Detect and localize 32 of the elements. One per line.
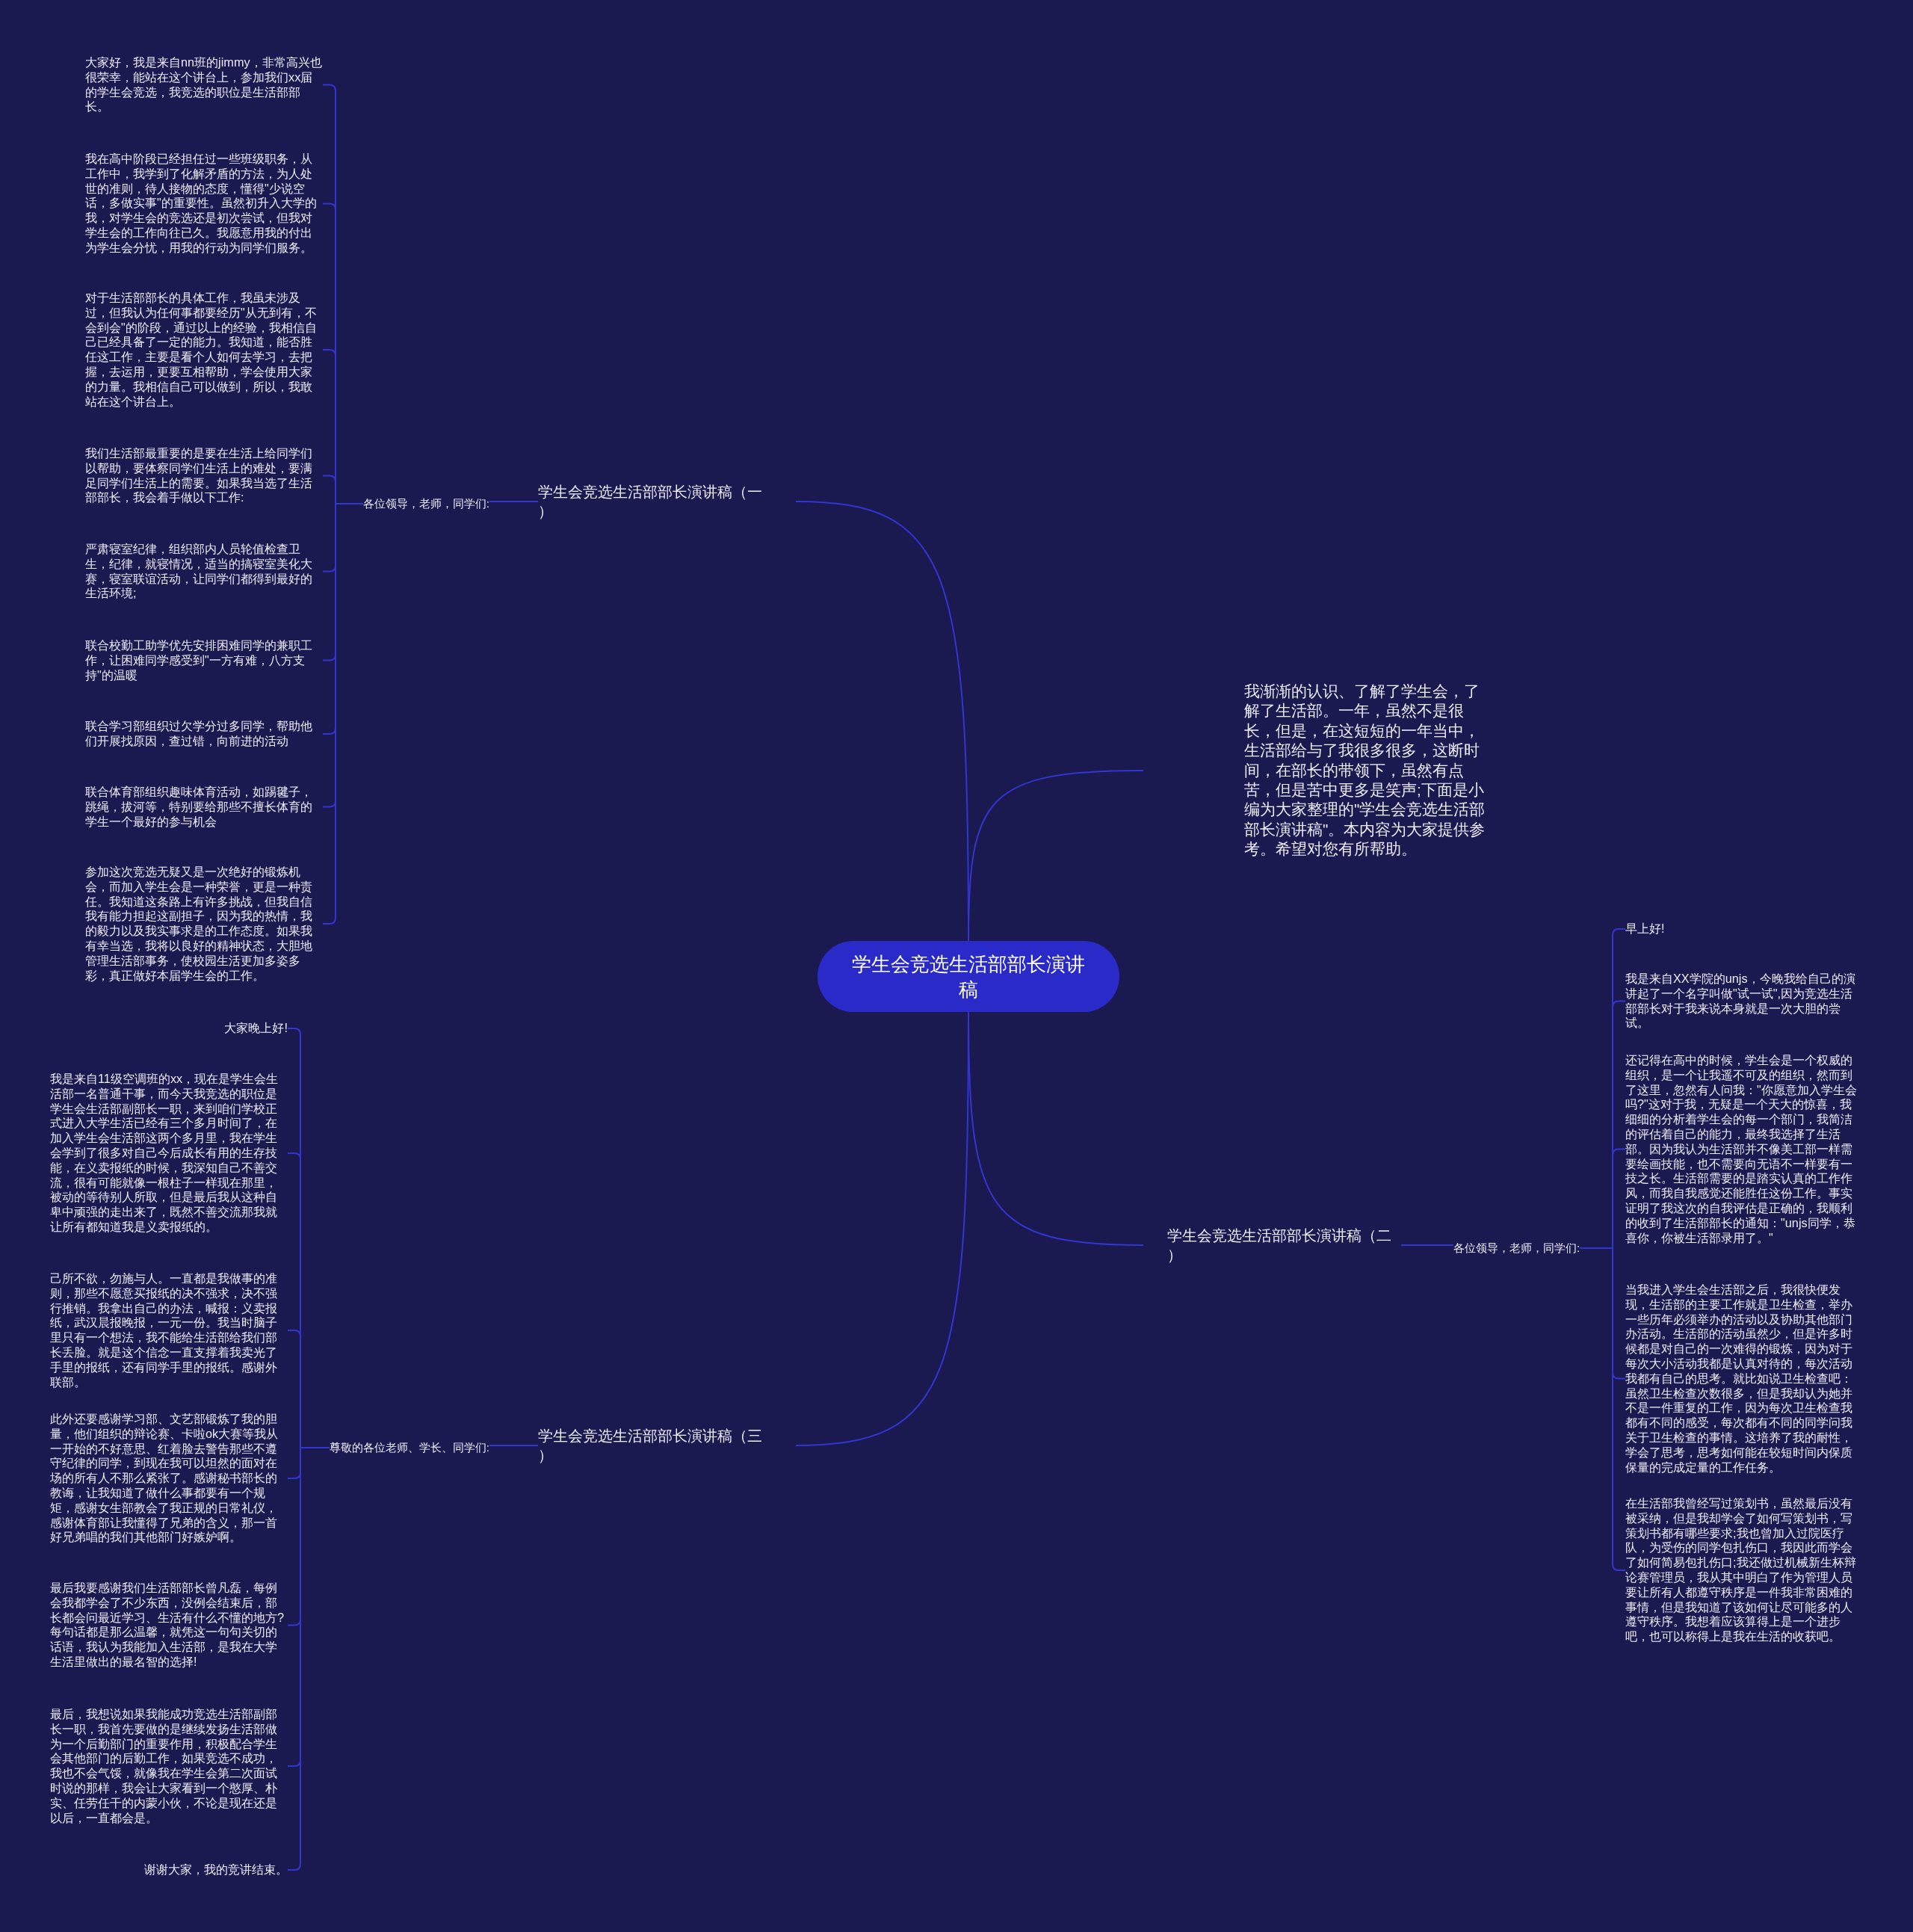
branch-topic: 学生会竞选生活部部长演讲稿（三） [538, 1426, 796, 1465]
branch-topic: 学生会竞选生活部部长演讲稿（一） [538, 482, 796, 521]
speech-paragraph: 联合体育部组织趣味体育活动，如踢毽子，跳绳，拔河等，特别要给那些不擅长体育的学生一个最好的参与机会 [85, 785, 323, 830]
branch-topic: 学生会竞选生活部部长演讲稿（二） [1143, 1226, 1401, 1265]
speech-paragraph: 参加这次竞选无疑又是一次绝好的锻炼机会，而加入学生会是一种荣誉，更是一种责任。我知道这条路上有许多挑战，但我自信我有能力担起这副担子，因为我的热情，我的毅力以及我实事求是的工作态度。如果我有幸当选，我将以良好的精神状态，大胆地管理生活部事务，使校园生活更加多姿多彩，真正做好本届学生会的工作。 [85, 865, 323, 984]
connector-line [1400, 1244, 1454, 1246]
greeting-label: 尊敬的各位老师、学长、同学们: [329, 1440, 489, 1455]
speech-paragraph: 严肃寝室纪律，组织部内人员轮值检查卫生，纪律，就寝情况，适当的搞寝室美化大赛，寝室联谊活动，让同学们都得到最好的生活环境; [85, 542, 323, 602]
speech-paragraph: 联合学习部组织过欠学分过多同学，帮助他们开展找原因，查过错，向前进的活动 [85, 719, 323, 749]
speech-paragraph: 最后，我想说如果我能成功竞选生活部副部长一职，我首先要做的是继续发扬生活部做为一个后勤部门的重要作用，积极配合学生会其他部门的后勤工作，如果竞选不成功，我也不会气馁，就像我在学生会第二次面试时说的那样，我会让大家看到一个憨厚、朴实、任劳任干的内蒙小伙，不论是现在还是以后，一直都会是。 [50, 1707, 288, 1826]
speech-paragraph: 还记得在高中的时候，学生会是一个权威的组织，是一个让我遥不可及的组织，然而到了这里，忽然有人问我："你愿意加入学生会吗?"这对于我，无疑是一个天大的惊喜，我细细的分析着学生会的每一个部门，我简洁的评估着自己的能力，最终我选择了生活部。因为我认为生活部并不像美工部一样需要绘画技能，也不需要向无语不一样要有一技之长。生活部需要的是踏实认真的工作作风，而我自我感觉还能胜任这份工作。事实证明了我这次的自我评估是正确的，我顺利的收到了生活部部长的通知："unjs同学，恭喜你，你被生活部录用了。" [1625, 1053, 1863, 1246]
connector-line [489, 501, 539, 502]
speech-paragraph: 此外还要感谢学习部、文艺部锻炼了我的胆量，他们组织的辩论赛、卡啦ok大赛等我从一开始的不好意思、红着脸去警告那些不遵守纪律的同学，到现在我可以坦然的面对在场的所有人不那么紧张了。感谢秘书部长的教诲，让我知道了做什么事都要有一个规矩，感谢女生部教会了我正规的日常礼仪，感谢体育部让我懂得了兄弟的含义，那一首好兄弟唱的我们其他部门好嫉妒啊。 [50, 1412, 288, 1546]
central-topic-pill: 学生会竞选生活部部长演讲稿 [818, 941, 1119, 1012]
speech-paragraph: 我是来自11级空调班的xx，现在是学生会生活部一名普通干事，而今天我竞选的职位是学生会生活部副部长一职，来到咱们学校正式进入大学生活已经有三个多月时间了，在加入学生会生活部这两个多月里，我在学生会学到了很多对自己今后成长有用的生存技能，在义卖报纸的时候，我深知自己不善交流，很有可能就像一根柱子一样现在那里，被动的等待别人所取，但是最后我从这种自卑中顽强的走出来了，既然不善交流那我就让所有都知道我是义卖报纸的。 [50, 1072, 288, 1235]
speech-paragraph: 谢谢大家，我的竞讲结束。 [144, 1862, 288, 1877]
speech-paragraph: 我在高中阶段已经担任过一些班级职务，从工作中，我学到了化解矛盾的方法，为人处世的准则，待人接物的态度，懂得"少说空话，多做实事"的重要性。虽然初升入大学的我，对学生会的竞选还是初次尝试，但我对学生会的工作向往已久。我愿意用我的付出为学生会分忧，用我的行动为同学们服务。 [85, 152, 323, 256]
speech-paragraph: 我们生活部最重要的是要在生活上给同学们以帮助，要体察同学们生活上的难处，要满足同学们生活上的需要。如果我当选了生活部部长，我会着手做以下工作: [85, 446, 323, 506]
speech-paragraph: 我是来自XX学院的unjs，今晚我给自己的演讲起了一个名字叫做"试一试",因为竞选生活部部长对于我来说本身就是一次大胆的尝试。 [1625, 972, 1863, 1031]
greeting-label: 各位领导，老师，同学们: [362, 496, 489, 511]
speech-paragraph: 早上好! [1625, 922, 1665, 936]
speech-paragraph: 对于生活部部长的具体工作，我虽未涉及过，但我认为任何事都要经历"从无到有，不会到会"的阶段，通过以上的经验，我相信自己已经具备了一定的能力。我知道，能否胜任这工作，主要是看个人如何去学习，去把握，去运用，更要互相帮助，学会使用大家的力量。我相信自己可以做到，所以，我敢站在这个讲台上。 [85, 291, 323, 410]
speech-paragraph: 最后我要感谢我们生活部部长曾凡磊，每例会我都学会了不少东西，没例会结束后，部长都会问最近学习、生活有什么不懂的地方?每句话都是那么温馨，就凭这一句句关切的话语，我认为我能加入生活部，是我在大学生活里做出的最名智的选择! [50, 1581, 288, 1670]
speech-paragraph: 联合校勤工助学优先安排困难同学的兼职工作，让困难同学感受到"一方有难，八方支持"的温暖 [85, 638, 323, 683]
speech-paragraph: 大家晚上好! [224, 1021, 288, 1036]
connector-line [489, 1445, 539, 1446]
speech-paragraph: 大家好，我是来自nn班的jimmy，非常高兴也很荣幸，能站在这个讲台上，参加我们xx届的学生会竞选，我竞选的职位是生活部部长。 [85, 55, 323, 115]
intro-paragraph: 我渐渐的认识、了解了学生会，了解了生活部。一年，虽然不是很长，但是，在这短短的一年当中，生活部给与了我很多很多，这断时间，在部长的带领下，虽然有点苦，但是苦中更多是笑声;下面是小编为大家整理的"学生会竞选生活部部长演讲稿"。本内容为大家提供参考。希望对您有所帮助。 [1143, 682, 1495, 859]
speech-paragraph: 在生活部我曾经写过策划书，虽然最后没有被采纳，但是我却学会了如何写策划书，写策划书都有哪些要求;我也曾加入过院医疗队，为受伤的同学包扎伤口，我因此而学会了如何简易包扎伤口;我还做过机械新生杯辩论赛管理员，我从其中明白了作为管理人员要让所有人都遵守秩序是一件我非常困难的事情，但是我知道了该如何让尽可能多的人遵守秩序。我想着应该算得上是一个进步吧，也可以称得上是我在生活的收获吧。 [1625, 1496, 1863, 1644]
speech-paragraph: 当我进入学生会生活部之后，我很快便发现，生活部的主要工作就是卫生检查，举办一些历年必须举办的活动以及协助其他部门办活动。生活部的活动虽然少，但是许多时候都是对自己的一次难得的锻炼，因为对于每次大小活动我都是认真对待的，每次活动我都有自己的思考。就比如说卫生检查吧：虽然卫生检查次数很多，但是我却认为她并不是一件重复的工作，因为每次卫生检查我都有不同的感受，每次都有不同的同学问我关于卫生检查的事情。这培养了我的耐性，学会了思考，思考如何能在较短时间内保质保量的完成定量的工作任务。 [1625, 1283, 1863, 1475]
greeting-label: 各位领导，老师，同学们: [1453, 1241, 1580, 1256]
speech-paragraph: 己所不欲，勿施与人。一直都是我做事的准则，那些不愿意买报纸的决不强求，决不强行推销。我拿出自己的办法，喊报：义卖报纸，武汉晨报晚报，一元一份。我当时脑子里只有一个想法，我不能给生活部给我们部长丢脸。就是这个信念一直支撑着我卖光了手里的报纸，还有同学手里的报纸。感谢外联部。 [50, 1271, 288, 1390]
